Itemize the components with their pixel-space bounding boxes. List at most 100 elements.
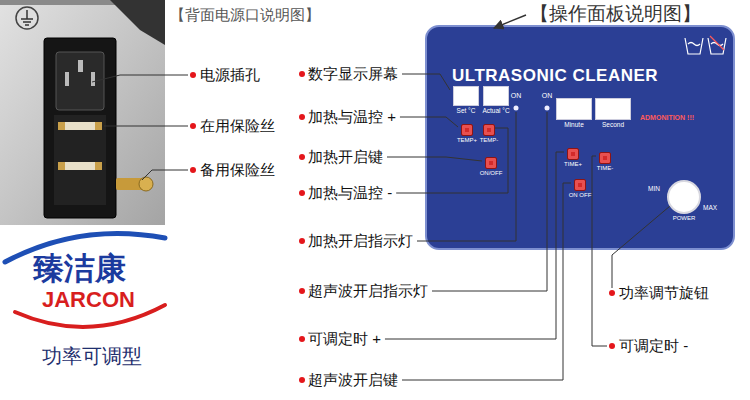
fuse-cap bbox=[58, 122, 65, 130]
panel-button: ON/OFF bbox=[480, 157, 503, 177]
leader-line bbox=[402, 74, 450, 90]
fuse bbox=[58, 162, 102, 170]
ground-symbol bbox=[16, 7, 38, 29]
knob-dial bbox=[667, 180, 701, 214]
leader-line bbox=[92, 75, 188, 82]
inlet-pin bbox=[91, 72, 95, 86]
callout-label: 数字显示屏幕 bbox=[308, 65, 398, 83]
control-label: POWER bbox=[673, 215, 696, 222]
screen-box bbox=[453, 86, 479, 106]
warning-text: ADMONITION !!! bbox=[640, 114, 694, 122]
fuse-cap bbox=[95, 122, 102, 130]
callout-label: 加热与温控 + bbox=[308, 108, 396, 126]
callout-label: 备用保险丝 bbox=[200, 161, 275, 179]
callout-label: 电源插孔 bbox=[200, 66, 260, 84]
bullet-dot bbox=[609, 343, 615, 349]
callout-label: 超声波开启键 bbox=[308, 371, 398, 389]
callout-label: 在用保险丝 bbox=[200, 117, 275, 135]
plate-shadow bbox=[110, 0, 165, 45]
leader-line bbox=[592, 156, 607, 346]
leader-line bbox=[396, 128, 508, 193]
display-screen: Set °C bbox=[453, 86, 479, 114]
inlet-pin bbox=[65, 72, 69, 86]
panel-button: TIME+ bbox=[564, 148, 582, 168]
control-label: TIME+ bbox=[564, 161, 582, 168]
button-key bbox=[567, 148, 579, 160]
button-key bbox=[574, 179, 586, 191]
panel-button: ON OFF bbox=[569, 179, 592, 199]
dial-label: MAX bbox=[703, 204, 717, 212]
control-label: TIME- bbox=[597, 165, 613, 172]
leader-line bbox=[432, 112, 547, 291]
control-label: ON/OFF bbox=[480, 170, 503, 177]
bullet-dot bbox=[299, 154, 305, 160]
control-label: Set °C bbox=[457, 107, 476, 114]
leader-line bbox=[417, 112, 516, 241]
callout-label: 可调定时 + bbox=[308, 330, 381, 348]
button-key bbox=[599, 152, 611, 164]
bullet-dot bbox=[190, 72, 196, 78]
indicator-led bbox=[514, 106, 519, 111]
logo-text: 臻洁康 bbox=[33, 250, 126, 287]
control-label: Actual °C bbox=[482, 107, 509, 114]
screen-box bbox=[556, 98, 592, 120]
fuse-cap bbox=[95, 162, 102, 170]
fuse-cap bbox=[58, 162, 65, 170]
callout-label: 功率调节旋钮 bbox=[619, 284, 709, 302]
screen-box bbox=[595, 98, 631, 120]
panel-title: ULTRASONIC CLEANER bbox=[452, 67, 658, 86]
bullet-dot bbox=[299, 238, 305, 244]
callout-label: 超声波开启指示灯 bbox=[308, 282, 428, 300]
fuse-drawer bbox=[54, 115, 106, 205]
button-key bbox=[483, 124, 495, 136]
bullet-dot bbox=[299, 336, 305, 342]
button-key bbox=[461, 124, 473, 136]
back-plate bbox=[0, 0, 165, 225]
leader-line bbox=[387, 157, 482, 161]
leader-line bbox=[142, 170, 188, 180]
panel-button: TEMP- bbox=[480, 124, 499, 144]
brass-connector bbox=[139, 177, 153, 191]
bullet-dot bbox=[299, 377, 305, 383]
bullet-dot bbox=[299, 114, 305, 120]
tank-icon bbox=[685, 38, 703, 54]
logo-text: JARCON bbox=[42, 287, 135, 313]
panel-button: TIME- bbox=[597, 152, 613, 172]
panel-button: TEMP+ bbox=[457, 124, 477, 144]
heading-arrow bbox=[494, 15, 526, 28]
display-screen: Actual °C bbox=[482, 86, 509, 114]
leader-line bbox=[612, 206, 670, 288]
screen-box bbox=[483, 86, 509, 106]
bullet-dot bbox=[299, 190, 305, 196]
callout-label: 加热开启指示灯 bbox=[308, 232, 413, 250]
fuse bbox=[58, 122, 102, 130]
control-label: Minute bbox=[564, 121, 584, 128]
indicator-label: ON bbox=[511, 92, 522, 100]
display-screen: Second bbox=[595, 98, 631, 128]
callout-label: 加热开启键 bbox=[308, 148, 383, 166]
indicator-label: ON bbox=[542, 92, 553, 100]
socket-module bbox=[44, 38, 116, 218]
bullet-dot bbox=[299, 288, 305, 294]
leader-line bbox=[402, 183, 571, 380]
control-label: TEMP+ bbox=[457, 137, 477, 144]
section-heading: 【操作面板说明图】 bbox=[530, 3, 701, 26]
callout-label: 加热与温控 - bbox=[308, 184, 392, 202]
power-knob: POWER bbox=[667, 180, 701, 222]
bullet-dot bbox=[609, 290, 615, 296]
control-label: ON OFF bbox=[569, 192, 592, 199]
dial-label: MIN bbox=[648, 185, 660, 193]
section-heading: 【背面电源口说明图】 bbox=[170, 6, 320, 24]
leader-line bbox=[104, 126, 188, 127]
display-screen: Minute bbox=[556, 98, 592, 128]
bullet-dot bbox=[190, 123, 196, 129]
control-label: Second bbox=[602, 121, 624, 128]
leader-line bbox=[400, 117, 458, 127]
bullet-dot bbox=[190, 167, 196, 173]
button-key bbox=[485, 157, 497, 169]
inlet-pin bbox=[78, 60, 83, 72]
indicator-led bbox=[545, 106, 550, 111]
tank-icon bbox=[708, 36, 726, 54]
callout-label: 可调定时 - bbox=[619, 337, 688, 355]
bullet-dot bbox=[299, 71, 305, 77]
